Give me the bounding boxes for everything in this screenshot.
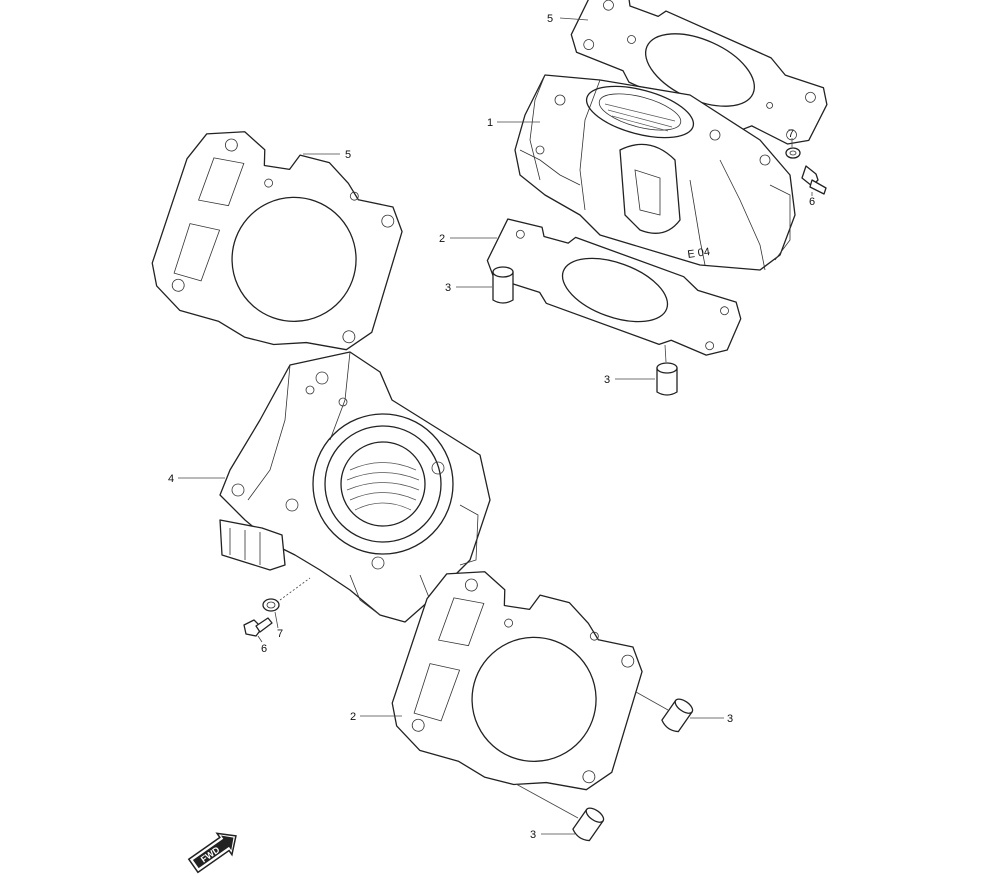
callout-7-top: 7: [788, 128, 794, 140]
dowel-pin-upper-right: [656, 362, 678, 396]
cylinder-base-gasket-upper: [486, 218, 742, 356]
svg-text:E 04: E 04: [687, 246, 711, 261]
cylinder-base-gasket-lower: [391, 571, 643, 791]
dowel-pin-lower-bottom: [572, 807, 605, 842]
callout-3-upper-left: 3: [445, 282, 451, 294]
callout-6-lower: 6: [261, 643, 267, 655]
callout-5-left: 5: [345, 149, 351, 161]
leader-lines: [178, 17, 813, 835]
callout-5-top: 5: [547, 13, 553, 25]
callout-3-lower-bottom: 3: [530, 829, 536, 841]
callout-3-lower-right: 3: [727, 713, 733, 725]
callout-3-upper-right: 3: [604, 374, 610, 386]
callout-7-lower: 7: [277, 628, 283, 640]
dowel-pin-lower-right: [661, 698, 694, 733]
callout-6-top: 6: [809, 196, 815, 208]
cylinder-head-gasket-left: [151, 131, 403, 351]
washer-lower: [262, 598, 280, 612]
callout-4: 4: [168, 473, 174, 485]
forward-direction-badge: FWD: [187, 832, 237, 874]
bolt-upper: [801, 165, 827, 195]
washer-upper: [785, 147, 801, 159]
callout-2-upper: 2: [439, 233, 445, 245]
cylinder-block-lower: [219, 351, 491, 623]
bolt-lower: [243, 617, 273, 637]
cylinder-block-upper: E 04: [514, 74, 796, 271]
dowel-pin-upper-left: [492, 266, 514, 304]
callout-1: 1: [487, 117, 493, 129]
callout-2-lower: 2: [350, 711, 356, 723]
